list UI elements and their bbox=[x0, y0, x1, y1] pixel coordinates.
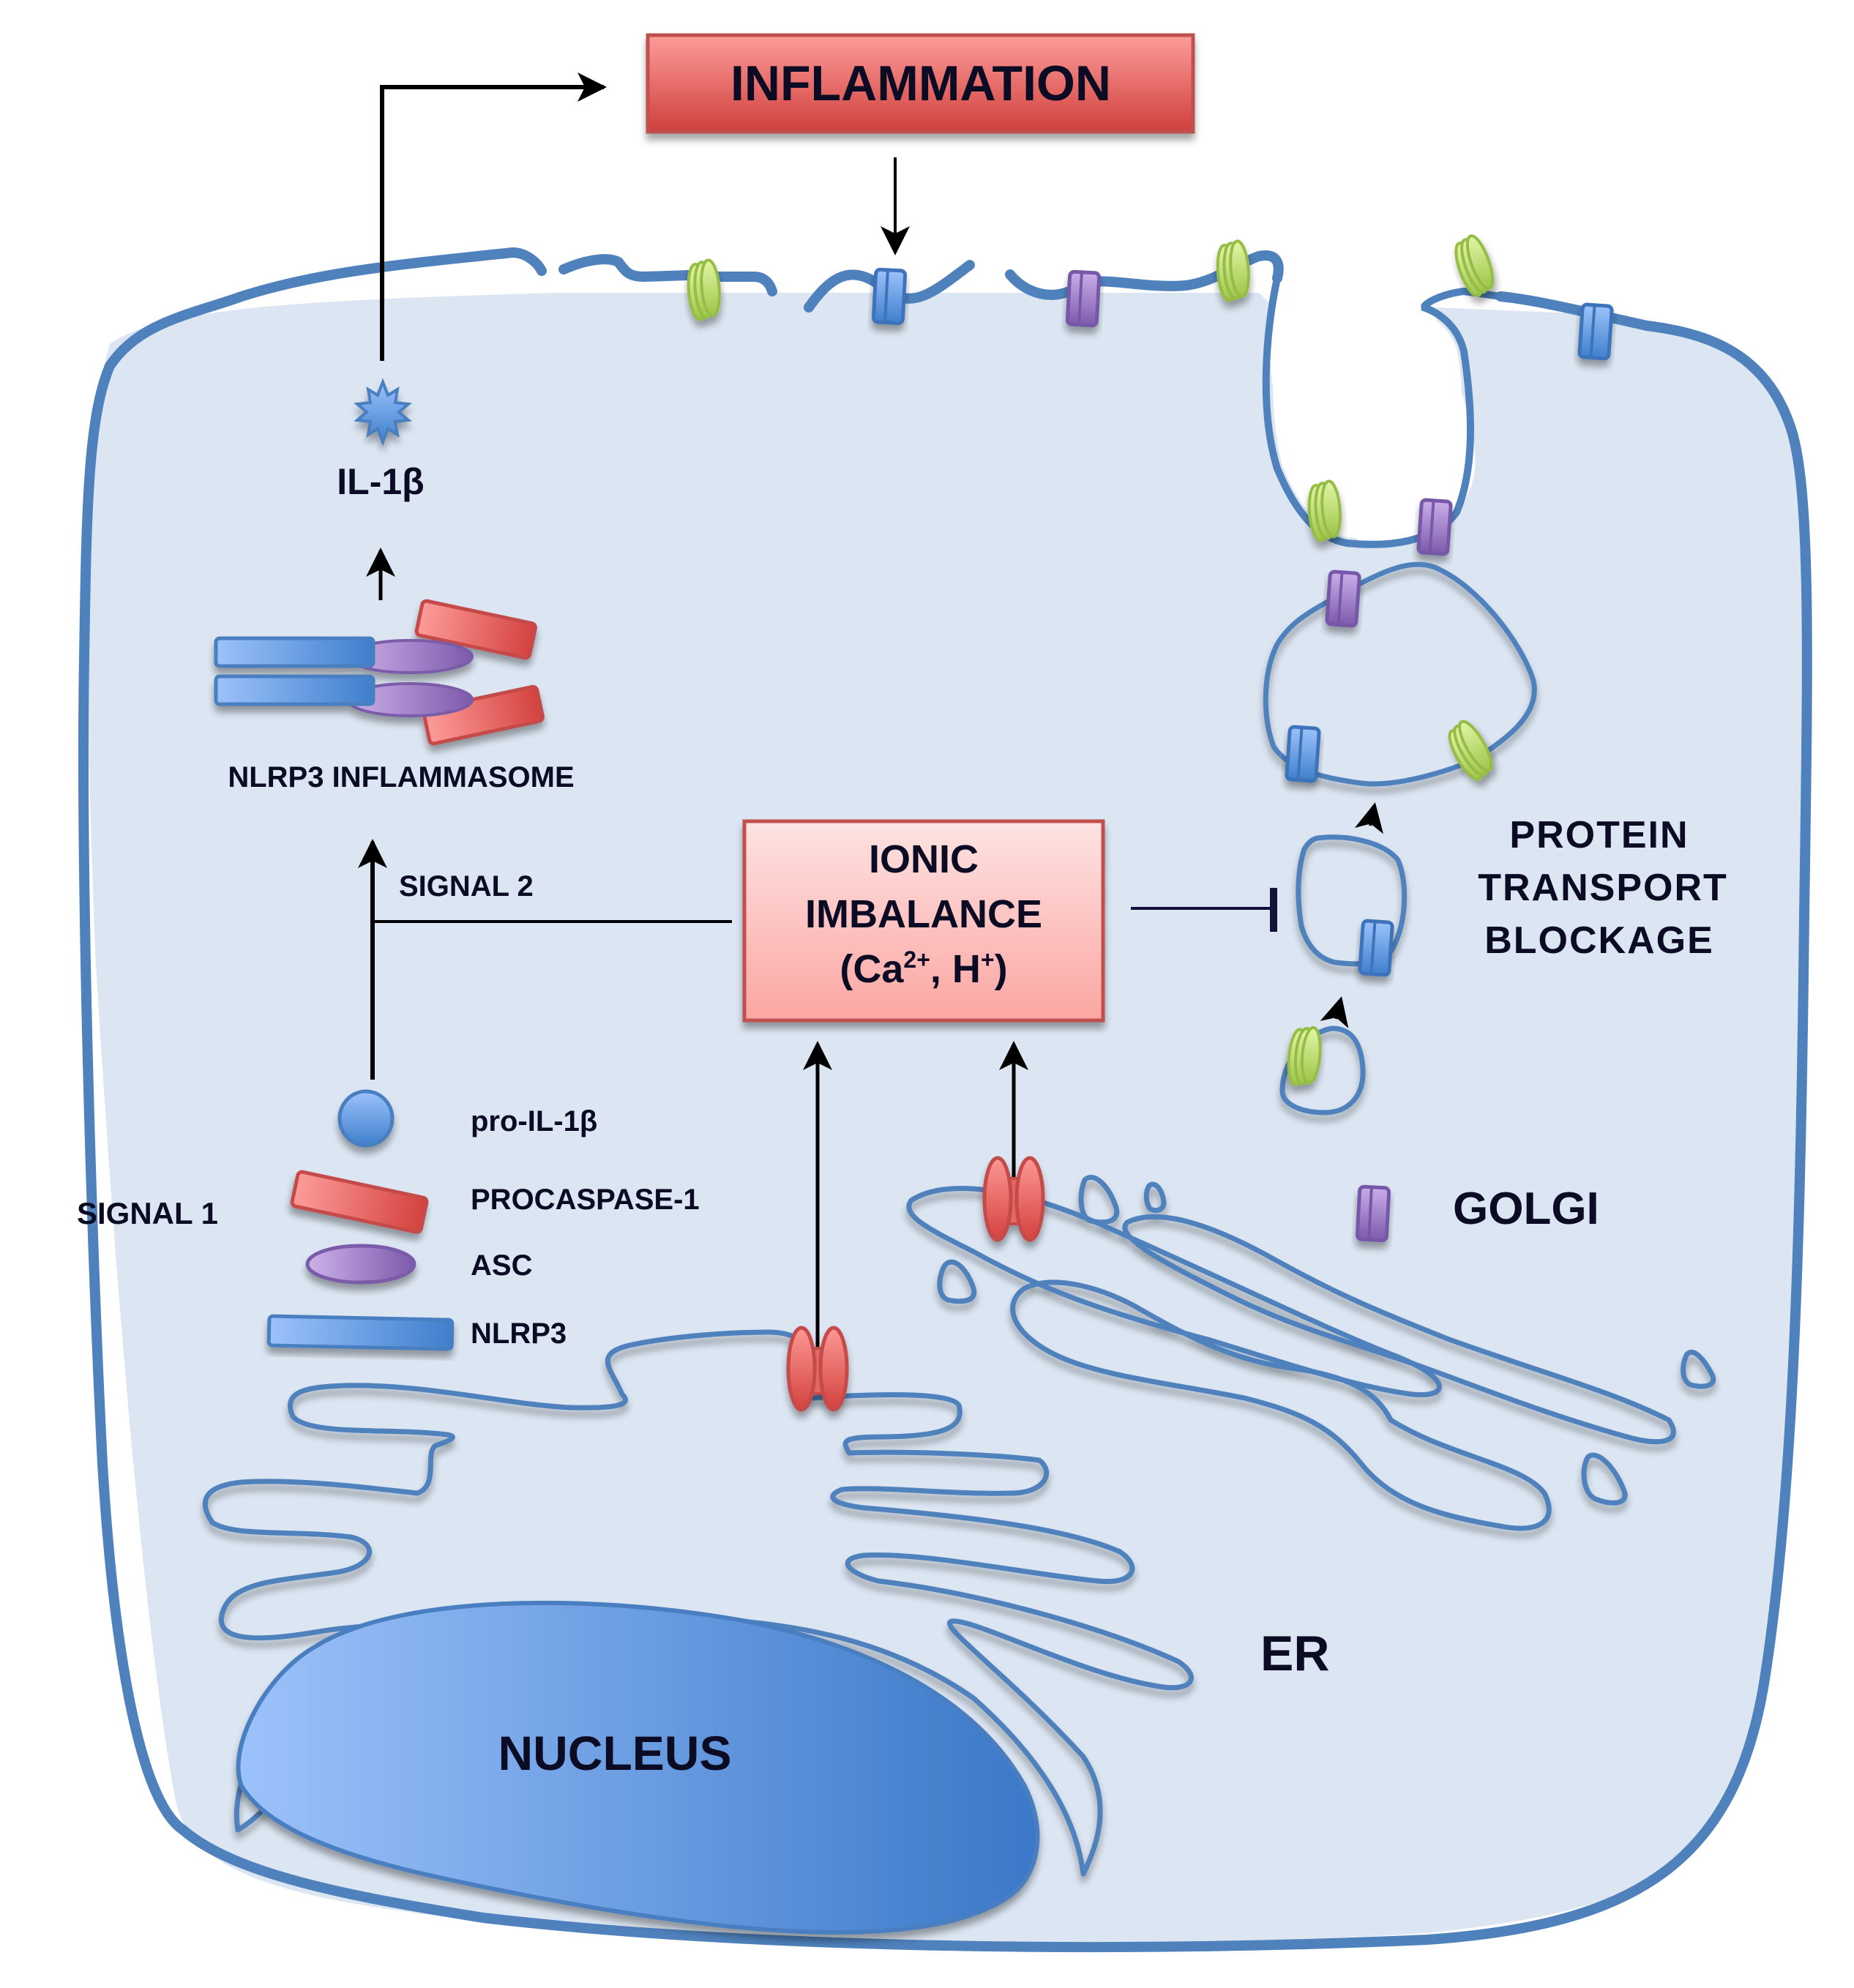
legend-procaspase-icon bbox=[290, 1170, 429, 1234]
protein-transport-label-line2: TRANSPORT bbox=[1478, 867, 1728, 909]
procaspase-1-icon bbox=[414, 599, 537, 660]
plasma-membrane-top-segment-5 bbox=[1495, 291, 1652, 331]
ionic-label-line2: IMBALANCE bbox=[805, 892, 1042, 936]
nucleus bbox=[236, 1600, 1040, 1935]
membrane-protein-purple bbox=[1067, 272, 1099, 326]
membrane-protein-green bbox=[1305, 479, 1345, 543]
golgi-label: GOLGI bbox=[1453, 1184, 1599, 1234]
legend-pro-il1b-icon bbox=[337, 1089, 395, 1148]
endocytic-pocket-lumen bbox=[1273, 285, 1464, 539]
il1b-star-icon bbox=[354, 378, 412, 446]
golgi-protein-purple bbox=[1357, 1187, 1389, 1241]
signal2-label: SIGNAL 2 bbox=[399, 870, 534, 903]
ionic-label-line1: IONIC bbox=[869, 837, 979, 881]
nucleus-label: NUCLEUS bbox=[498, 1726, 731, 1780]
legend-label: pro-IL-1β bbox=[471, 1105, 597, 1137]
golgi-apparatus bbox=[906, 1175, 1716, 1531]
legend-label: PROCASPASE-1 bbox=[471, 1184, 700, 1216]
ionic-imbalance-box bbox=[742, 819, 1105, 1023]
legend-label: ASC bbox=[471, 1249, 532, 1282]
legend-label: NLRP3 bbox=[471, 1318, 567, 1350]
inflammasome-label: NLRP3 INFLAMMASOME bbox=[228, 761, 574, 793]
legend-asc-icon bbox=[305, 1244, 416, 1285]
er-label: ER bbox=[1260, 1626, 1329, 1681]
protein-transport-label-line1: PROTEIN bbox=[1509, 814, 1689, 856]
vesicle-large bbox=[1263, 561, 1537, 787]
vesicle-medium bbox=[1296, 834, 1408, 967]
membrane-protein-green bbox=[1214, 239, 1253, 303]
plasma-membrane-top-segment-4 bbox=[1005, 250, 1284, 300]
plasma-membrane-top-segment-2 bbox=[694, 272, 777, 296]
inflammation-label: INFLAMMATION bbox=[730, 56, 1111, 111]
nlrp3-inflammasome-complex bbox=[214, 599, 545, 746]
plasma-membrane-outer bbox=[97, 321, 1812, 1952]
inflammation-box bbox=[646, 33, 1195, 134]
legend: pro-IL-1β PROCASPASE-1 ASC NLRP3 bbox=[266, 1089, 700, 1351]
vesicle-protein-blue bbox=[1287, 727, 1320, 782]
membrane-protein-blue bbox=[1580, 304, 1612, 359]
ionic-label-line3: (Ca2+, H+) bbox=[840, 946, 1007, 991]
membrane-protein-green bbox=[684, 258, 724, 322]
membrane-protein-blue-target bbox=[873, 269, 905, 324]
legend-nlrp3-icon bbox=[266, 1314, 455, 1351]
nlrp3-icon bbox=[214, 674, 375, 706]
il1b-label: IL-1β bbox=[337, 461, 424, 502]
arrow-il1b-to-inflammation bbox=[380, 72, 607, 361]
plasma-membrane-top-segment-1 bbox=[558, 254, 693, 282]
vesicle-protein-purple bbox=[1327, 572, 1360, 627]
plasma-membrane-left bbox=[78, 247, 547, 1469]
signal1-label: SIGNAL 1 bbox=[77, 1196, 218, 1230]
arrow-vesicle-medium-to-large bbox=[1354, 802, 1384, 834]
vesicle-protein-blue bbox=[1360, 921, 1393, 976]
procaspase-1-icon bbox=[422, 684, 545, 746]
arrow-vesicle-small-to-medium bbox=[1320, 996, 1349, 1028]
nlrp3-icon bbox=[214, 636, 375, 668]
protein-transport-label-line3: BLOCKAGE bbox=[1484, 919, 1714, 962]
membrane-protein-purple bbox=[1418, 500, 1451, 555]
